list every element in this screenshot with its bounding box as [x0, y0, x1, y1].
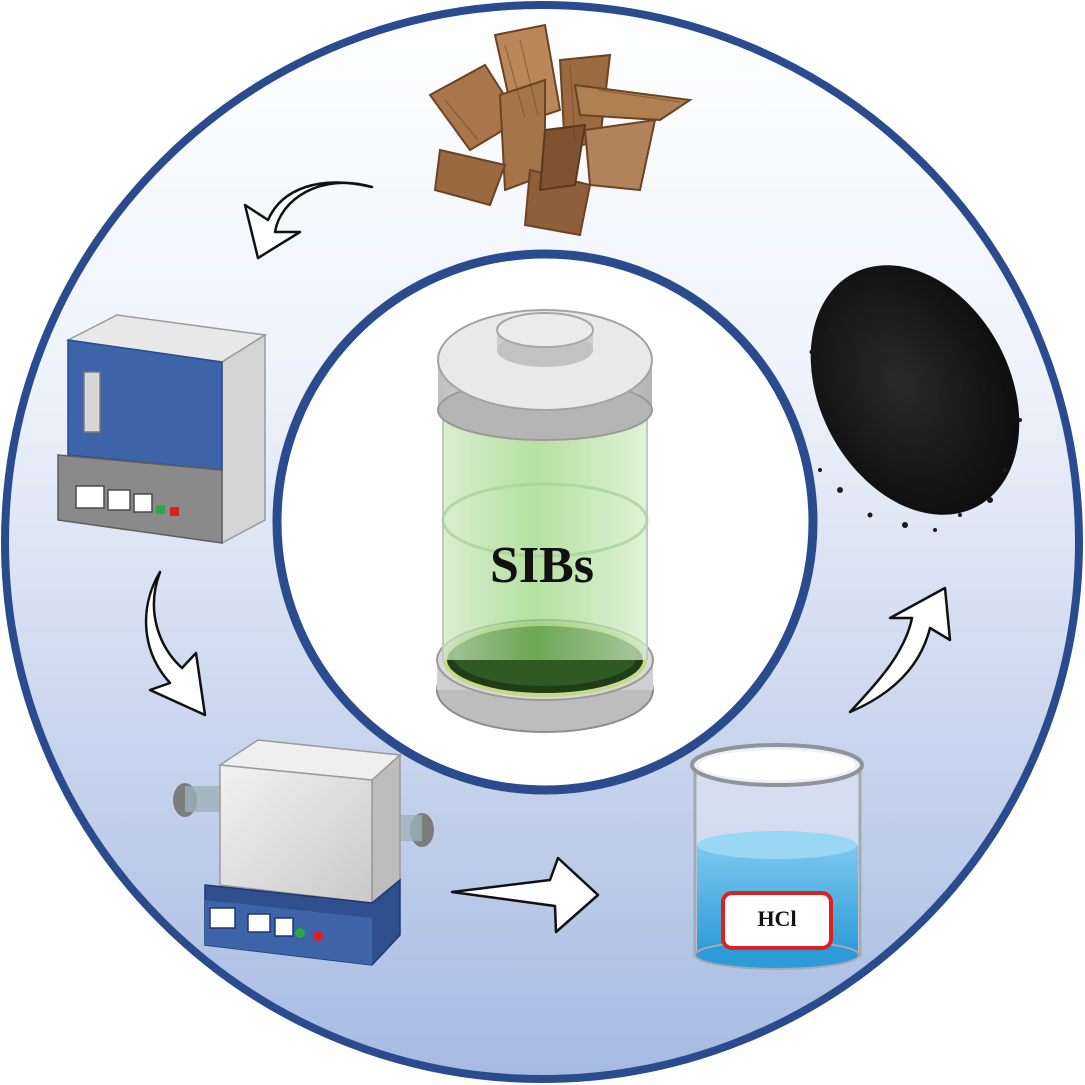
beaker-icon [690, 743, 864, 970]
wood-chips-icon [428, 23, 693, 237]
arrow-wood-to-muffle [243, 181, 374, 260]
carbon-powder-icon [809, 265, 1022, 532]
muffle-furnace-icon [57, 314, 268, 545]
battery-icon [436, 309, 654, 733]
arrow-beaker-to-carbon [848, 586, 952, 714]
hcl-label: HCl [757, 906, 796, 931]
arrow-tube-to-beaker [450, 856, 600, 934]
battery-label: SIBs [490, 537, 594, 594]
arrow-muffle-to-tube [144, 570, 207, 717]
tube-furnace-icon [173, 739, 434, 966]
